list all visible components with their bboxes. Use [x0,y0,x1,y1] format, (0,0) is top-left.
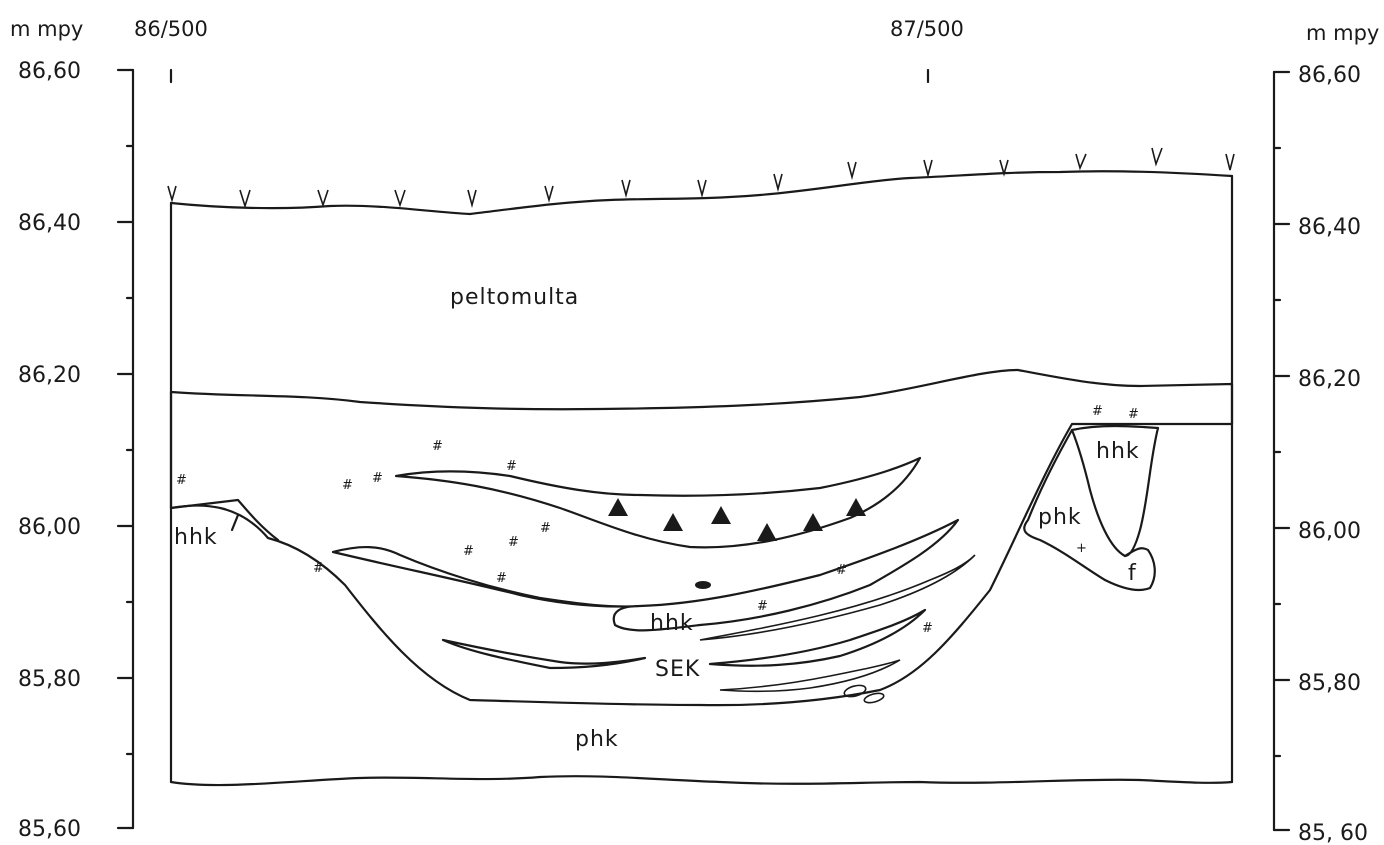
left-axis-unit: m mpy [10,17,83,41]
svg-text:#: # [432,439,443,454]
station-label-86-500: 86/500 [134,17,208,41]
svg-text:#: # [372,471,383,486]
layer-label-sek: SEK [655,657,700,682]
layer-label-hhk-left: hhk [174,525,218,550]
layer-label-f: f [1128,561,1137,586]
svg-text:#: # [540,521,551,536]
right-tick-label: 85,80 [1298,671,1361,696]
layer-label-hhk-right: hhk [1096,439,1140,464]
right-tick-label: 86,60 [1298,63,1361,88]
layer-label-peltomulta: peltomulta [450,285,579,310]
lens-upper [396,458,920,547]
svg-text:#: # [176,473,187,488]
hatched-clay-layer [171,370,1232,705]
layer-label-hhk-center: hhk [650,611,694,636]
svg-text:#: # [1128,407,1139,422]
svg-text:#: # [836,563,847,578]
triangle-icon [663,513,683,531]
triangle-icon [608,498,628,516]
triangle-icon [803,513,823,531]
svg-text:#: # [922,621,933,636]
svg-text:#: # [342,478,353,493]
left-axis-labels: 86,60 86,40 86,20 86,00 85,80 85,60 [18,59,81,842]
right-axis-labels: 86,60 86,40 86,20 86,00 85,80 85, 60 [1298,63,1368,845]
section-bottom-boundary [171,776,1232,785]
left-tick-label: 86,60 [18,59,81,84]
right-tick-label: 85, 60 [1298,821,1368,845]
pebble [843,683,867,698]
hhk-left-tick [232,515,238,530]
left-tick-label: 85,80 [18,667,81,692]
svg-text:#: # [1092,404,1103,419]
triangle-icon [846,498,866,516]
left-tick-label: 85,60 [18,817,81,842]
lens-lower-left [443,640,645,668]
layer-label-phk-right: phk [1038,505,1082,530]
svg-text:#: # [496,571,507,586]
triangle-icon [711,506,731,524]
svg-text:#: # [313,561,324,576]
right-tick-label: 86,40 [1298,215,1361,240]
right-elevation-axis [1274,72,1289,830]
left-tick-label: 86,00 [18,515,81,540]
triangle-icon [757,523,777,541]
svg-text:#: # [757,599,768,614]
right-tick-label: 86,20 [1298,367,1361,392]
layer-label-phk-bottom: phk [575,727,619,752]
lens-lower-right [710,610,925,666]
svg-text:#: # [463,544,474,559]
svg-text:#: # [508,535,519,550]
left-elevation-axis [118,70,133,828]
svg-text:+: + [1076,541,1087,556]
right-tick-label: 86,00 [1298,519,1361,544]
left-tick-label: 86,20 [18,363,81,388]
svg-text:#: # [506,459,517,474]
station-label-87-500: 87/500 [890,17,964,41]
right-axis-unit: m mpy [1306,21,1379,45]
inclusion-marks: # # # # # # # # # # # # # # # + [176,404,1139,636]
pebble [695,581,711,589]
triangle-markers [608,498,866,541]
left-tick-label: 86,40 [18,211,81,236]
